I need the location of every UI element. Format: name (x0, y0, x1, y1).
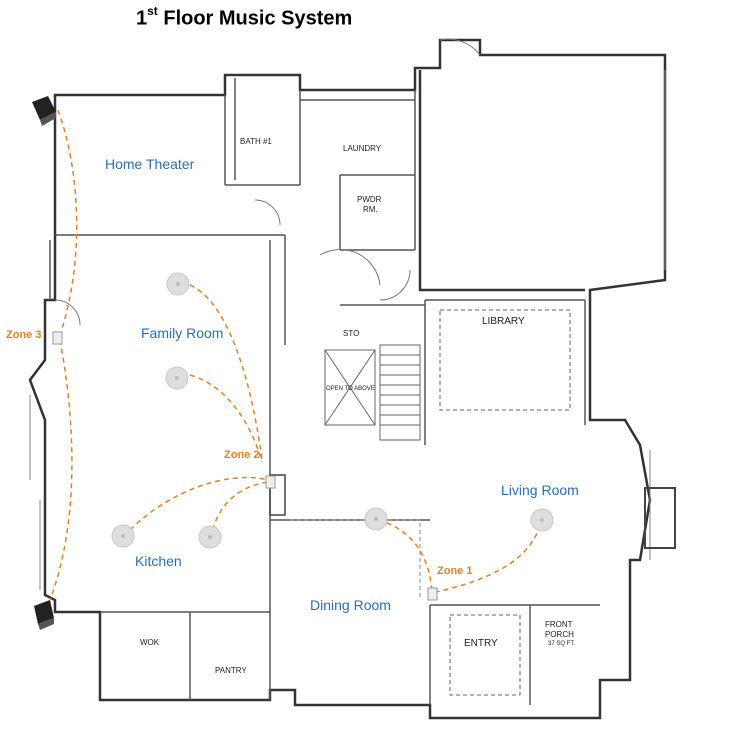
room-label-living-room: Living Room (501, 482, 579, 498)
counter (269, 474, 286, 516)
plan-label-wok: WOK (140, 638, 160, 647)
wall-speaker-kitchen-icon (34, 600, 54, 630)
ceiling-speaker-icon (165, 366, 189, 390)
ceiling-speaker-icon (364, 507, 388, 531)
plan-label-laundry: LAUNDRY (343, 144, 382, 153)
ceiling-speaker-icon (198, 525, 222, 549)
zone-label-2: Zone 2 (224, 449, 260, 461)
dining-soffit (290, 519, 421, 600)
entry-fixture-outline (449, 614, 521, 696)
interior-walls (49, 78, 600, 705)
zone-keypads (52, 331, 438, 601)
ceiling-speaker-icon (530, 508, 554, 532)
zone-wiring (49, 109, 541, 601)
plan-label-front: FRONT (545, 620, 573, 629)
wire-zone3-upper (57, 109, 78, 336)
exterior-walls (28, 38, 667, 720)
window-marks (29, 70, 666, 590)
keypad-zone1-icon (427, 587, 438, 601)
room-label-home-theater: Home Theater (105, 156, 195, 172)
room-label-kitchen: Kitchen (135, 553, 182, 569)
door-swings (54, 38, 481, 326)
zone-label-1: Zone 1 (437, 565, 473, 577)
wire-zone1-b (435, 524, 541, 593)
room-label-family-room: Family Room (141, 325, 224, 341)
page-title: 1st Floor Music System (136, 4, 353, 30)
wire-zone2-a (189, 284, 263, 461)
ceiling-speakers (111, 272, 554, 549)
plan-label-porch: PORCH (545, 630, 574, 639)
plan-label-pwdr-rm: RM. (363, 205, 378, 214)
room-label-dining-room: Dining Room (310, 597, 391, 613)
wire-zone3-lower (49, 339, 73, 601)
wall-speaker-home-theater-icon (32, 96, 56, 126)
staircase (324, 344, 421, 441)
zone-label-3: Zone 3 (6, 329, 42, 341)
plan-label-library: LIBRARY (482, 316, 525, 327)
wire-zone2-d (212, 481, 269, 531)
wire-zone2-c (129, 476, 269, 531)
plan-label-bath: BATH #1 (240, 137, 272, 146)
plan-label-open-to-above: OPEN TO ABOVE (326, 386, 375, 392)
keypad-zone3-icon (52, 331, 63, 345)
ceiling-speaker-icon (166, 272, 190, 296)
wire-zone2-b (189, 374, 263, 463)
library-fixture-outline (439, 309, 571, 411)
plan-label-pantry: PANTRY (215, 666, 247, 675)
wire-zone1-a (377, 519, 433, 593)
plan-label-sqft: 37 SQ FT. (548, 641, 576, 647)
plan-label-sto: STO (343, 329, 360, 338)
fireplace (644, 487, 676, 549)
plan-label-entry: ENTRY (464, 638, 498, 649)
plan-label-pwdr: PWDR (357, 195, 382, 204)
ceiling-speaker-icon (111, 524, 135, 548)
keypad-zone2-icon (265, 475, 276, 489)
